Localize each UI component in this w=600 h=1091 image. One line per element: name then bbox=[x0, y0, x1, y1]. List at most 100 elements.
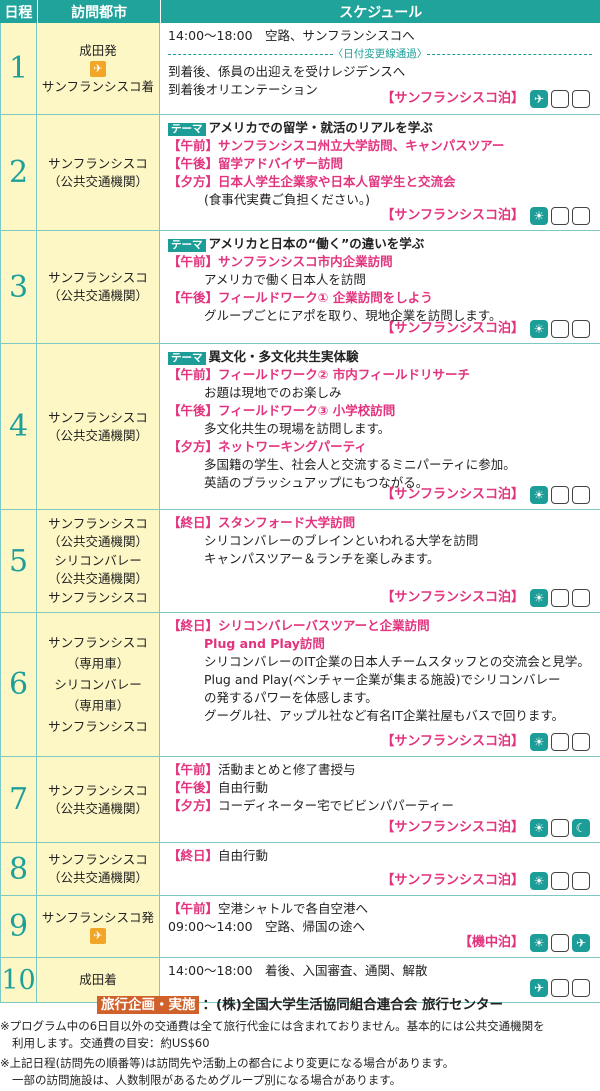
schedule-cell: 14:00～18:00 空路、サンフランシスコへ 〈日付変更線通過〉 到着後、係… bbox=[160, 23, 600, 114]
schedule-line: 【夕方】コーディネーター宅でビビンパパーティー bbox=[168, 797, 592, 815]
city-cell: サンフランシスコ （公共交通機関） シリコンバレー （公共交通機関） サンフラン… bbox=[37, 510, 160, 612]
city-cell: サンフランシスコ発 ✈ bbox=[37, 896, 160, 957]
city-line: サンフランシスコ bbox=[48, 635, 148, 650]
activity-text: コーディネーター宅でビビンパパーティー bbox=[218, 798, 454, 813]
activity-title: ネットワーキングパーティ bbox=[218, 439, 367, 454]
activity-text: 活動まとめと修了書授与 bbox=[218, 762, 356, 777]
stay-info: 【サンフランシスコ泊】 ✈ bbox=[381, 90, 590, 108]
theme-line: テーマ異文化・多文化共生実体験 bbox=[168, 348, 592, 366]
day-number: 7 bbox=[0, 757, 37, 842]
activity-text: 自由行動 bbox=[218, 780, 269, 795]
city-line: サンフランシスコ着 bbox=[41, 78, 155, 94]
dateline-label: 〈日付変更線通過〉 bbox=[332, 48, 428, 60]
empty-meal-box bbox=[572, 589, 590, 607]
schedule-cell: テーマアメリカと日本の“働く”の違いを学ぶ 【午前】サンフランシスコ市内企業訪問… bbox=[160, 231, 600, 343]
schedule-line: シリコンバレーのブレインといわれる大学を訪問 bbox=[204, 533, 479, 548]
theme-line: テーマアメリカと日本の“働く”の違いを学ぶ bbox=[168, 235, 592, 253]
time-label: 【午後】 bbox=[168, 403, 219, 418]
city-line: サンフランシスコ bbox=[48, 515, 148, 531]
sun-icon: ☀ bbox=[530, 934, 548, 952]
schedule-line: 多文化共生の現場を訪問します。 bbox=[204, 421, 391, 436]
theme-text: アメリカと日本の“働く”の違いを学ぶ bbox=[208, 236, 425, 251]
empty-meal-box bbox=[551, 90, 569, 108]
schedule-cell: 【午前】空港シャトルで各自空港へ 09:00～14:00 空路、帰国の途へ 【機… bbox=[160, 896, 600, 957]
stay-label: 【サンフランシスコ泊】 bbox=[381, 487, 524, 502]
organizer-name: ：(株)全国大学生活協同組合連合会 旅行センター bbox=[202, 997, 504, 1013]
schedule-line: 【午後】フィールドワーク③ 小学校訪問 bbox=[168, 402, 592, 420]
empty-meal-box bbox=[551, 979, 569, 997]
city-line: サンフランシスコ bbox=[48, 155, 148, 171]
schedule-line: お題は現地でのお楽しみ bbox=[204, 385, 342, 400]
time-label: 【終日】 bbox=[168, 618, 219, 633]
empty-meal-box bbox=[551, 819, 569, 837]
note-line: 一部の訪問施設は、人数制限があるためグループ別になる場合があります。 bbox=[12, 1073, 402, 1087]
time-label: 【午前】 bbox=[168, 254, 219, 269]
stay-label: 【サンフランシスコ泊】 bbox=[381, 734, 524, 749]
stay-info: 【サンフランシスコ泊】 ☀ bbox=[381, 486, 590, 504]
city-line: サンフランシスコ発 bbox=[41, 909, 155, 925]
schedule-line: 14:00～18:00 着後、入国審査、通関、解散 bbox=[168, 963, 428, 978]
day-number: 2 bbox=[0, 115, 37, 230]
schedule-line: の発するパワーを体感します。 bbox=[204, 690, 378, 705]
city-line: 成田発 bbox=[79, 42, 117, 58]
schedule-line: 【午前】空港シャトルで各自空港へ bbox=[168, 900, 592, 918]
city-line: サンフランシスコ bbox=[48, 409, 148, 425]
schedule-cell: テーマ異文化・多文化共生実体験 【午前】フィールドワーク② 市内フィールドリサー… bbox=[160, 344, 600, 509]
organizer-tag: 旅行企画・実施 bbox=[96, 996, 200, 1014]
empty-meal-box bbox=[551, 320, 569, 338]
city-line: （公共交通機関） bbox=[47, 571, 148, 587]
stay-label: 【サンフランシスコ泊】 bbox=[381, 208, 524, 223]
stay-label: 【サンフランシスコ泊】 bbox=[381, 91, 524, 106]
city-line: サンフランシスコ bbox=[48, 852, 148, 867]
schedule-line: (食事代実費ご負担ください。) bbox=[204, 192, 371, 207]
empty-meal-box bbox=[572, 320, 590, 338]
time-label: 【午前】 bbox=[168, 367, 219, 382]
time-label: 【終日】 bbox=[168, 848, 219, 863]
time-label: 【午後】 bbox=[168, 780, 219, 795]
note-line: ※プログラム中の6日目以外の交通費は全て旅行代金には含まれておりません。基本的に… bbox=[0, 1019, 545, 1033]
activity-text: 空港シャトルで各自空港へ bbox=[218, 901, 369, 916]
city-line: （公共交通機関） bbox=[47, 427, 148, 443]
day-number: 6 bbox=[0, 613, 37, 756]
stay-label: 【サンフランシスコ泊】 bbox=[381, 321, 524, 336]
city-cell: 成田発 ✈ サンフランシスコ着 bbox=[37, 23, 160, 114]
sun-icon: ☀ bbox=[530, 589, 548, 607]
day-number: 9 bbox=[0, 896, 37, 957]
stay-info: 【サンフランシスコ泊】 ☀ bbox=[381, 872, 590, 890]
day-row-7: 7 サンフランシスコ （公共交通機関） 【午前】活動まとめと修了書授与 【午後】… bbox=[0, 757, 600, 843]
time-label: 【午後】 bbox=[168, 156, 219, 171]
header-schedule: スケジュール bbox=[339, 4, 423, 21]
airplane-icon: ✈ bbox=[530, 979, 548, 997]
stay-info: 【サンフランシスコ泊】 ☀ bbox=[381, 207, 590, 225]
schedule-line: 到着後オリエンテーション bbox=[168, 82, 318, 97]
theme-text: 異文化・多文化共生実体験 bbox=[208, 349, 359, 364]
day-row-1: 1 成田発 ✈ サンフランシスコ着 14:00～18:00 空路、サンフランシス… bbox=[0, 23, 600, 115]
time-label: 【午前】 bbox=[168, 901, 219, 916]
time-label: 【午前】 bbox=[168, 762, 219, 777]
empty-meal-box bbox=[551, 872, 569, 890]
schedule-cell: 14:00～18:00 着後、入国審査、通関、解散 ✈ bbox=[160, 958, 600, 1002]
empty-meal-box bbox=[551, 589, 569, 607]
city-line: サンフランシスコ bbox=[48, 589, 148, 605]
schedule-line: 【終日】シリコンバレーバスツアーと企業訪問 bbox=[168, 617, 592, 635]
dateline-divider: 〈日付変更線通過〉 bbox=[168, 45, 592, 63]
city-cell: サンフランシスコ （公共交通機関） bbox=[37, 843, 160, 895]
activity-title: フィールドワーク② 市内フィールドリサーチ bbox=[218, 367, 470, 382]
schedule-line: 【午後】留学アドバイザー訪問 bbox=[168, 155, 592, 173]
city-cell: サンフランシスコ （公共交通機関） bbox=[37, 115, 160, 230]
city-cell: サンフランシスコ （公共交通機関） bbox=[37, 344, 160, 509]
schedule-line: 【終日】スタンフォード大学訪問 bbox=[168, 514, 592, 532]
time-label: 【夕方】 bbox=[168, 439, 219, 454]
city-line: （公共交通機関） bbox=[47, 288, 148, 303]
empty-meal-box bbox=[551, 733, 569, 751]
theme-text: アメリカでの留学・就活のリアルを学ぶ bbox=[208, 120, 433, 135]
activity-title: フィールドワーク① 企業訪問をしよう bbox=[218, 290, 433, 305]
schedule-line: 多国籍の学生、社会人と交流するミニパーティに参加。 bbox=[204, 457, 516, 472]
activity-title: シリコンバレーバスツアーと企業訪問 bbox=[218, 618, 430, 633]
city-line: サンフランシスコ bbox=[48, 270, 148, 285]
stay-info: ✈ bbox=[530, 979, 590, 997]
stay-label: 【サンフランシスコ泊】 bbox=[381, 873, 524, 888]
city-line: シリコンバレー bbox=[54, 677, 142, 692]
header-city: 訪問都市 bbox=[38, 0, 162, 23]
city-line: シリコンバレー bbox=[54, 552, 142, 568]
